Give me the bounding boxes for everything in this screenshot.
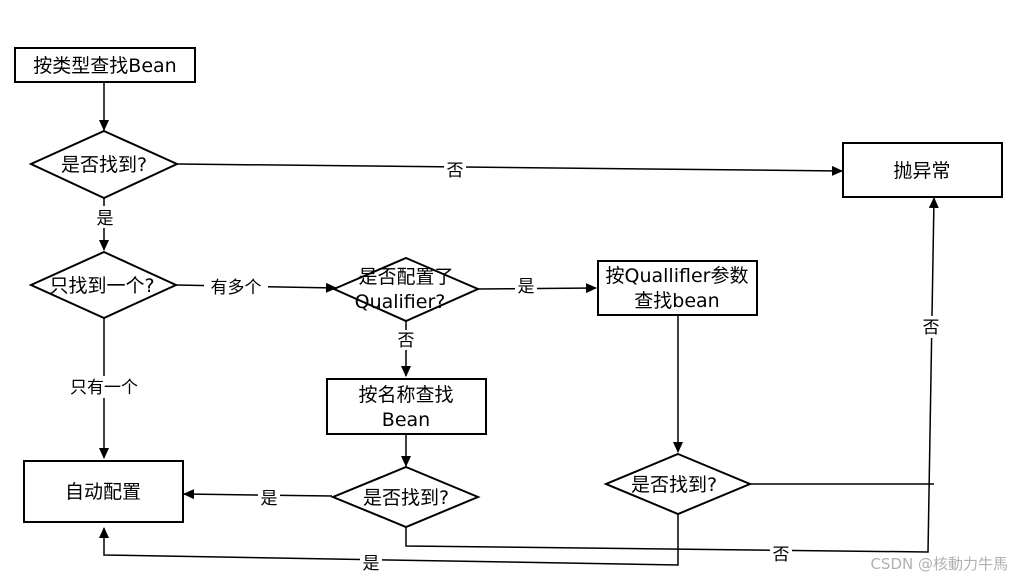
node-autowire-text: 自动配置: [65, 481, 141, 503]
node-found-q3-text: 是否找到?: [631, 474, 717, 496]
node-found-q2: 是否找到?: [330, 465, 481, 529]
label-q3-yes: 是: [363, 554, 380, 574]
watermark: CSDN @核動力牛馬: [870, 555, 1008, 573]
node-find-by-qualifier: 按Quallifler参数 查找bean: [597, 260, 758, 316]
label-qual-no: 否: [398, 331, 415, 351]
node-qualifier-q-text-1: 是否配置了: [358, 266, 453, 288]
label-right-no: 否: [923, 318, 940, 338]
node-find-by-name: 按名称查找 Bean: [326, 378, 487, 435]
node-throw: 抛异常: [842, 142, 1003, 198]
node-autowire: 自动配置: [23, 460, 184, 523]
label-q2-yes: 是: [261, 489, 278, 509]
label-q1-yes: 是: [97, 209, 114, 229]
edge-q1-no: [176, 163, 843, 176]
label-q1-no: 否: [447, 161, 464, 181]
node-find-by-type: 按类型查找Bean: [14, 47, 196, 83]
node-found-q3: 是否找到?: [603, 452, 753, 516]
edges: [99, 82, 939, 566]
node-find-by-qualifier-text-2: 查找bean: [634, 290, 719, 312]
label-multiple: 有多个: [211, 278, 262, 298]
node-found-q1-text: 是否找到?: [61, 154, 147, 176]
node-found-q2-text: 是否找到?: [363, 487, 449, 509]
label-only-one: 只有一个: [70, 378, 138, 398]
node-throw-text: 抛异常: [893, 160, 950, 182]
node-find-by-type-text: 按类型查找Bean: [33, 55, 176, 77]
node-only-one-q-text: 只找到一个?: [49, 275, 154, 297]
node-only-one-q: 只找到一个?: [28, 250, 179, 320]
node-qualifier-q-text-2: Qualifier?: [355, 291, 446, 313]
edge-q3-yes: [99, 514, 679, 566]
node-found-q1: 是否找到?: [28, 129, 180, 200]
node-qualifier-q: 是否配置了 Qualifier?: [331, 256, 481, 323]
edge-q2-no: [405, 197, 939, 553]
label-qual-yes: 是: [518, 277, 535, 297]
node-find-by-name-text-1: 按名称查找: [358, 384, 453, 406]
node-find-by-qualifier-text-1: 按Quallifler参数: [606, 265, 749, 287]
label-q2-no: 否: [773, 545, 790, 565]
node-find-by-name-text-2: Bean: [382, 409, 430, 431]
edge-labels: 否 是 有多个 只有一个 是 否 否 是 是 否: [64, 158, 942, 575]
